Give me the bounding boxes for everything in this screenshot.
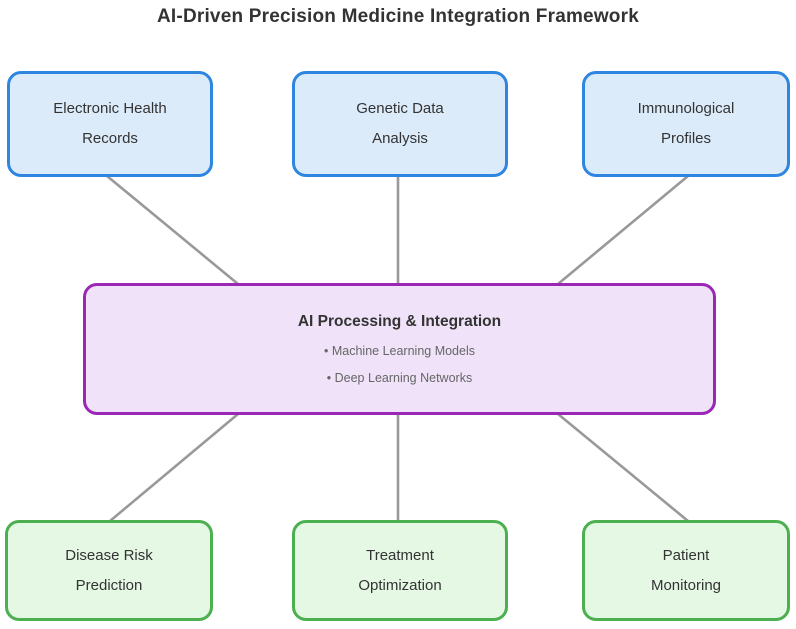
node-label-line: Analysis [372, 130, 428, 147]
node-label-line: Monitoring [650, 576, 722, 594]
node-genetic-data-analysis: Genetic Data Analysis [292, 71, 508, 177]
node-label-line: Treatment [366, 546, 434, 564]
node-label-line: Genetic Data [356, 100, 444, 117]
node-label-line: Prediction [75, 576, 143, 594]
hub-heading: AI Processing & Integration [297, 313, 502, 330]
node-label-line: Immunological [637, 100, 735, 117]
node-label-line: Profiles [660, 130, 712, 147]
node-immunological-profiles: Immunological Profiles [582, 71, 790, 177]
edge-hub-to-disease [109, 413, 239, 522]
hub-bullet-machine-learning: • Machine Learning Models [324, 344, 475, 358]
edge-immuno-to-hub [557, 175, 689, 285]
edge-hub-to-patient [557, 412, 689, 523]
diagram-title: AI-Driven Precision Medicine Integration… [157, 6, 639, 27]
node-patient-monitoring: Patient Monitoring [582, 520, 790, 621]
node-electronic-health-records: Electronic Health Records [7, 71, 213, 177]
node-label-line: Electronic Health [53, 100, 167, 117]
node-label-line: Patient [662, 546, 710, 564]
node-disease-risk-prediction: Disease Risk Prediction [5, 520, 213, 621]
node-label-line: Disease Risk [65, 546, 153, 564]
node-treatment-optimization: Treatment Optimization [292, 520, 508, 621]
node-label-line: Records [82, 130, 138, 147]
node-ai-processing-hub: AI Processing & Integration • Machine Le… [83, 283, 716, 415]
hub-bullet-deep-learning: • Deep Learning Networks [326, 371, 473, 385]
node-label-line: Optimization [358, 576, 442, 594]
edge-ehr-to-hub [106, 174, 239, 286]
